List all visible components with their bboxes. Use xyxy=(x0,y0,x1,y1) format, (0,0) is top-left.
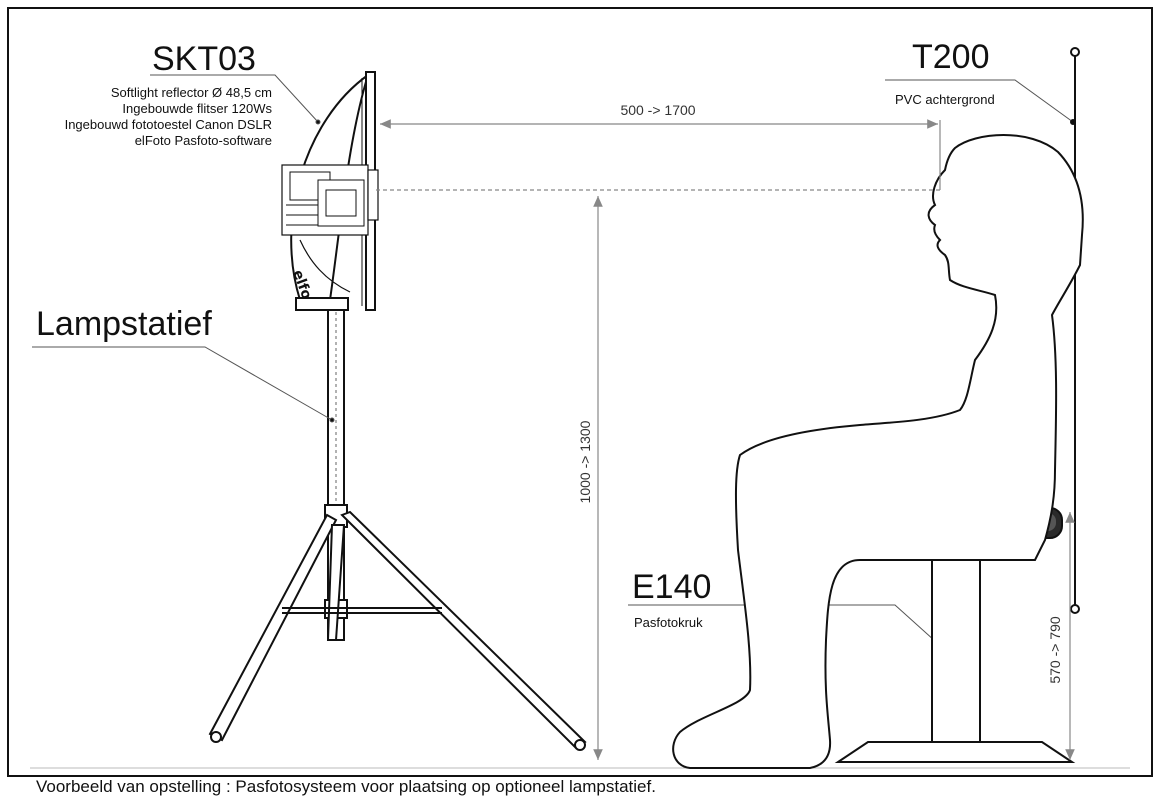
leader-lines xyxy=(32,74,1074,653)
person-silhouette xyxy=(672,134,1084,769)
camera-height-label: 1000 -> 1300 xyxy=(577,420,593,503)
stand-name: Lampstatief xyxy=(36,305,212,343)
reflector-spec-3: Ingebouwd fototoestel Canon DSLR xyxy=(65,117,272,132)
dimension-lines xyxy=(376,119,1075,760)
reflector-code: SKT03 xyxy=(152,40,256,78)
backdrop xyxy=(1070,47,1080,614)
caption: Voorbeeld van opstelling : Pasfotosystee… xyxy=(36,777,656,796)
backdrop-desc: PVC achtergrond xyxy=(895,92,995,107)
reflector-spec-2: Ingebouwde flitser 120Ws xyxy=(122,101,272,116)
stool-code: E140 xyxy=(632,568,711,606)
distance-label: 500 -> 1700 xyxy=(620,102,695,118)
drawing-frame xyxy=(7,7,1153,777)
stool-desc: Pasfotokruk xyxy=(634,615,703,630)
stool-height-label: 570 -> 790 xyxy=(1047,616,1063,684)
backdrop-code: T200 xyxy=(912,38,990,76)
reflector-spec-4: elFoto Pasfoto-software xyxy=(135,133,272,148)
lamp-stand xyxy=(208,309,587,751)
reflector-spec-1: Softlight reflector Ø 48,5 cm xyxy=(111,85,272,100)
reflector-unit: elfo xyxy=(281,71,379,311)
